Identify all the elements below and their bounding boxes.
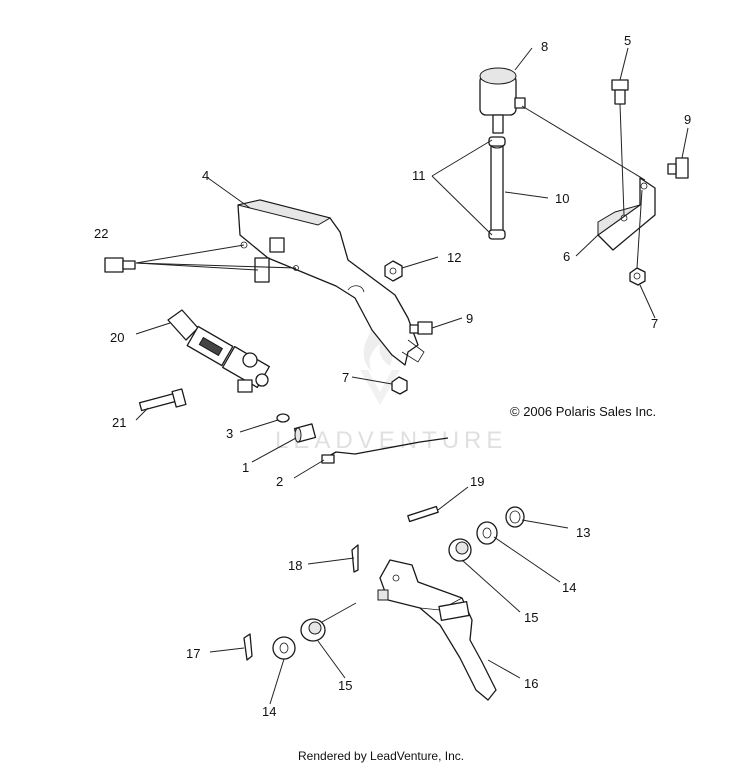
part-9-bolt-lower (409, 321, 433, 335)
callout-19: 19 (470, 474, 484, 489)
part-3-o-ring (276, 413, 290, 423)
callout-16: 16 (524, 676, 538, 691)
callout-7-left: 7 (342, 370, 349, 385)
callout-6: 6 (563, 249, 570, 264)
callout-5: 5 (624, 33, 631, 48)
callout-8: 8 (541, 39, 548, 54)
part-16-brake-pedal (377, 559, 497, 701)
part-18-cotter-pin (351, 544, 359, 573)
callout-20: 20 (110, 330, 124, 345)
part-22-bolt (104, 257, 136, 273)
part-20-master-cylinder (167, 309, 270, 393)
callout-21: 21 (112, 415, 126, 430)
part-5-bolt (611, 79, 629, 105)
callout-7-right: 7 (651, 316, 658, 331)
callout-15-lower: 15 (338, 678, 352, 693)
part-7-nut-left (391, 376, 408, 395)
part-8-reservoir (479, 67, 526, 134)
part-9-bolt-upper (667, 157, 689, 179)
callout-3: 3 (226, 426, 233, 441)
callout-9-upper: 9 (684, 112, 691, 127)
part-15-bushing-upper (448, 538, 472, 562)
callout-13: 13 (576, 525, 590, 540)
callout-10: 10 (555, 191, 569, 206)
callout-17: 17 (186, 646, 200, 661)
part-1-fitting (293, 423, 317, 443)
callout-18: 18 (288, 558, 302, 573)
part-11-clamps (488, 136, 506, 240)
callout-1: 1 (242, 460, 249, 475)
part-13-clip (505, 506, 525, 528)
part-2-brake-line (321, 437, 449, 464)
part-19-pin (407, 505, 439, 523)
part-6-bracket (597, 177, 656, 251)
part-7-nut-right (629, 267, 646, 286)
callout-2: 2 (276, 474, 283, 489)
part-17-cotter-pin (243, 633, 253, 661)
callout-14-lower: 14 (262, 704, 276, 719)
callout-9-lower: 9 (466, 311, 473, 326)
callouts: 8 5 9 11 10 4 22 12 6 7 9 20 7 © 2006 Po… (94, 33, 691, 719)
callout-4: 4 (202, 168, 209, 183)
leader-lines (135, 47, 689, 705)
footer-credit: Rendered by LeadVenture, Inc. (298, 749, 464, 763)
part-14-washer-upper (476, 521, 498, 545)
part-15-bushing-lower (300, 618, 326, 642)
part-10-hose (490, 141, 504, 238)
part-4-mounting-bracket (237, 199, 425, 366)
callout-12: 12 (447, 250, 461, 265)
copyright-notice: © 2006 Polaris Sales Inc. (510, 404, 656, 419)
part-12-nut (384, 260, 403, 282)
part-14-washer-lower (272, 636, 296, 660)
callout-14-upper: 14 (562, 580, 576, 595)
callout-22: 22 (94, 226, 108, 241)
callout-11: 11 (412, 168, 426, 183)
callout-15-upper: 15 (524, 610, 538, 625)
part-21-bolt (138, 388, 187, 412)
